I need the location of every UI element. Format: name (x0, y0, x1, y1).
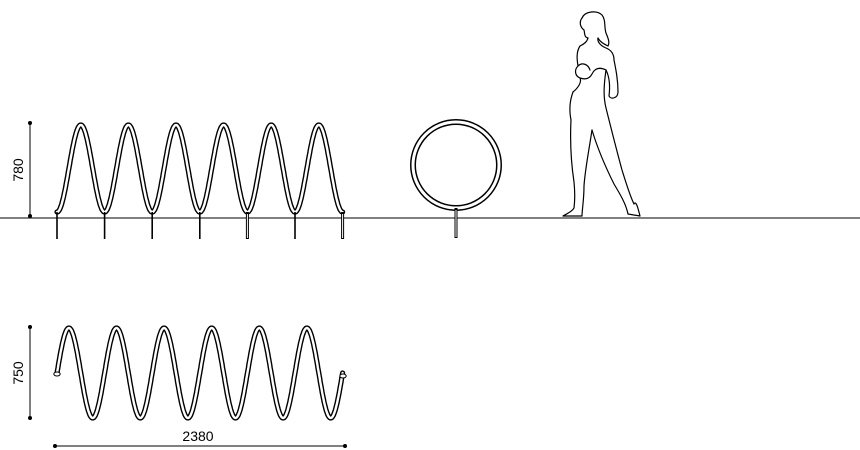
height-dimension: 780 (10, 121, 32, 218)
depth-dimension-label: 750 (10, 361, 26, 385)
human-scale-figure (562, 11, 641, 217)
length-dimension: 2380 (53, 428, 347, 448)
depth-dimension: 750 (10, 325, 32, 420)
end-elevation-view (410, 119, 502, 238)
plan-view (53, 325, 347, 421)
elevation-coil (54, 122, 346, 215)
height-dimension-label: 780 (10, 158, 26, 182)
elevation-legs (56, 212, 345, 239)
length-dimension-label: 2380 (182, 428, 213, 444)
side-elevation-view (54, 122, 346, 239)
